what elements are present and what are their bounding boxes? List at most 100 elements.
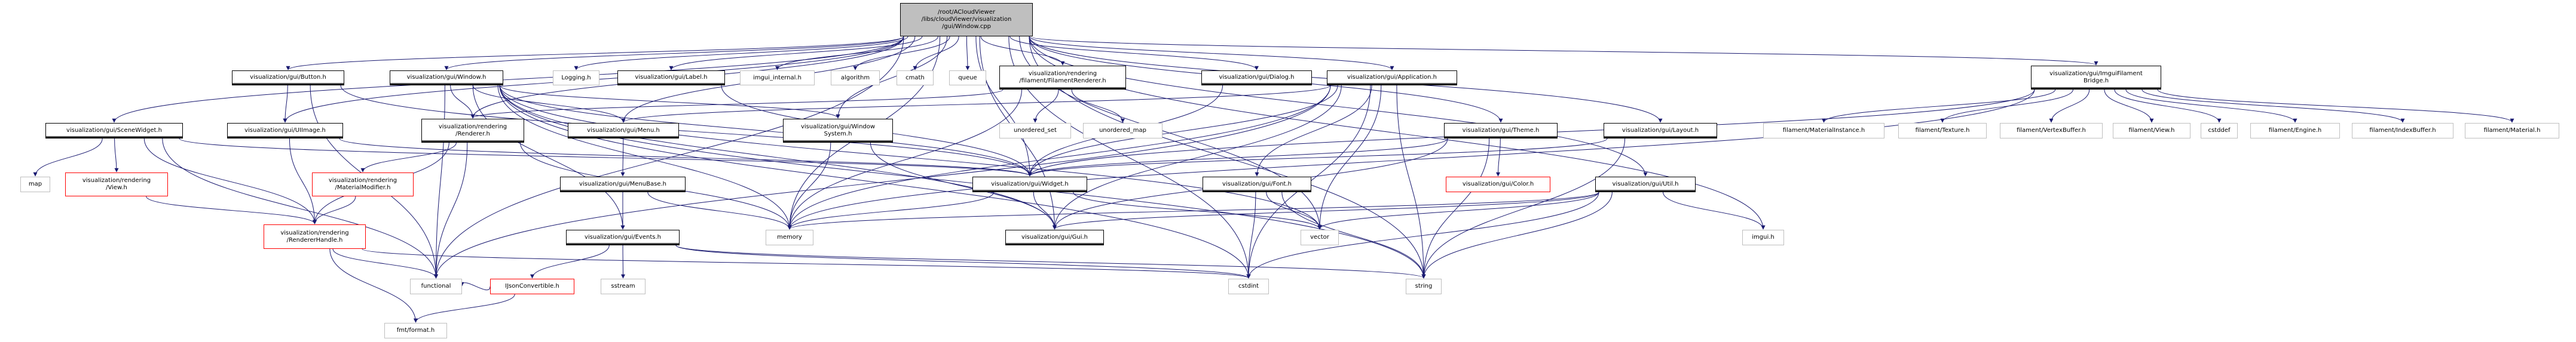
node-cmath[interactable]: cmath xyxy=(897,70,934,85)
node-imgui-h[interactable]: imgui.h xyxy=(1742,230,1784,245)
node-widget-h[interactable]: visualization/gui/Widget.h xyxy=(972,177,1087,192)
node-root-window-cpp[interactable]: /root/ACloudViewer /libs/cloudViewer/vis… xyxy=(900,3,1033,36)
edge-bridge-to-f_ibuf xyxy=(2141,89,2405,123)
node-util-h[interactable]: visualization/gui/Util.h xyxy=(1595,177,1696,192)
node-scene-widget-h[interactable]: visualization/gui/SceneWidget.h xyxy=(45,123,183,138)
edge-renderer-to-matmod xyxy=(360,142,457,172)
edge-rhandle-to-functional xyxy=(332,248,438,279)
edge-rhandle-to-cstdint xyxy=(362,248,1251,279)
edge-windowsystem-to-gui xyxy=(870,142,1057,230)
edge-button-to-uiimage xyxy=(283,85,288,123)
node-font-h[interactable]: visualization/gui/Font.h xyxy=(1203,177,1311,192)
edge-windowh-to-widget xyxy=(499,85,1032,177)
edge-layout-to-widget xyxy=(1027,138,1608,177)
node-cstdint[interactable]: cstdint xyxy=(1228,279,1269,294)
node-logging-h[interactable]: Logging.h xyxy=(553,70,599,85)
edge-bridge-to-f_material xyxy=(2157,89,2514,123)
node-vector[interactable]: vector xyxy=(1301,230,1339,245)
edge-root-to-queue xyxy=(965,36,970,70)
edge-font-to-cstdint xyxy=(1246,192,1256,279)
edge-theme-to-color xyxy=(1496,138,1501,177)
node-layout-h[interactable]: visualization/gui/Layout.h xyxy=(1604,123,1717,138)
edge-root-to-algorithm xyxy=(853,36,950,70)
node-queue[interactable]: queue xyxy=(949,70,986,85)
node-filament-vertex-buffer-h[interactable]: filament/VertexBuffer.h xyxy=(2000,123,2103,138)
node-unordered-map[interactable]: unordered_map xyxy=(1083,123,1162,138)
edge-application-to-gui xyxy=(1053,85,1342,230)
node-rendering-view-h[interactable]: visualization/rendering /View.h xyxy=(65,172,168,196)
edge-root-to-util xyxy=(1029,36,1648,177)
edge-events-to-string xyxy=(675,245,1426,279)
edge-windowh-to-renderer xyxy=(450,85,475,119)
edge-root-to-application xyxy=(1029,36,1394,70)
edge-events-to-cstdint xyxy=(675,245,1251,279)
node-imgui-filament-bridge-h[interactable]: visualization/gui/ImguiFilament Bridge.h xyxy=(2031,66,2161,90)
node-unordered-set[interactable]: unordered_set xyxy=(999,123,1071,138)
edge-scenewidget-to-map xyxy=(33,138,103,177)
node-filament-engine-h[interactable]: filament/Engine.h xyxy=(2250,123,2340,138)
edge-root-to-scenewidget xyxy=(112,36,904,123)
edge-windowh-to-functional xyxy=(434,85,445,279)
edge-application-to-string xyxy=(1396,85,1426,279)
node-theme-h[interactable]: visualization/gui/Theme.h xyxy=(1444,123,1558,138)
node-window-h[interactable]: visualization/gui/Window.h xyxy=(390,70,503,85)
edge-scenewidget-to-widget xyxy=(179,138,1032,177)
node-menu-h[interactable]: visualization/gui/Menu.h xyxy=(568,123,679,138)
node-menu-base-h[interactable]: visualization/gui/MenuBase.h xyxy=(560,177,686,192)
node-sstream[interactable]: sstream xyxy=(601,279,645,294)
node-filament-material-h[interactable]: filament/Material.h xyxy=(2465,123,2559,138)
node-map[interactable]: map xyxy=(20,177,50,192)
edge-root-to-imgui_internal xyxy=(775,36,939,70)
edge-windowh-to-cstdint xyxy=(499,85,1251,279)
edge-ijson-to-functional xyxy=(460,282,491,291)
edge-util-to-imguih xyxy=(1663,192,1766,230)
node-ijson-convertible-h[interactable]: IJsonConvertible.h xyxy=(490,279,574,294)
edge-root-to-label xyxy=(669,36,923,70)
edge-uiimage-to-widget xyxy=(339,138,1032,177)
node-renderer-h[interactable]: visualization/rendering /Renderer.h xyxy=(421,119,524,143)
node-filament-renderer-h[interactable]: visualization/rendering /filament/Filame… xyxy=(999,66,1126,90)
node-color-h[interactable]: visualization/gui/Color.h xyxy=(1446,177,1550,192)
edge-bridge-to-memory xyxy=(787,89,2035,230)
node-events-h[interactable]: visualization/gui/Events.h xyxy=(566,230,680,245)
node-filament-view-h[interactable]: filament/View.h xyxy=(2113,123,2190,138)
node-functional[interactable]: functional xyxy=(410,279,462,294)
node-button-h[interactable]: visualization/gui/Button.h xyxy=(232,70,344,85)
node-fmt-format-h[interactable]: fmt/format.h xyxy=(384,323,447,338)
edge-bridge-to-f_matinst xyxy=(1822,89,2056,123)
node-gui-h[interactable]: visualization/gui/Gui.h xyxy=(1005,230,1104,245)
node-renderer-handle-h[interactable]: visualization/rendering /RendererHandle.… xyxy=(264,224,366,249)
edge-filrenderer-to-renderer xyxy=(470,89,1004,119)
edge-layout-to-string xyxy=(1421,138,1626,279)
node-filament-texture-h[interactable]: filament/Texture.h xyxy=(1898,123,1987,138)
edge-windowsystem-to-memory xyxy=(787,142,831,230)
edge-widget-to-gui xyxy=(1033,192,1057,230)
node-filament-material-instance-h[interactable]: filament/MaterialInstance.h xyxy=(1763,123,1884,138)
edge-windowh-to-windowsystem xyxy=(499,85,840,119)
node-label-h[interactable]: visualization/gui/Label.h xyxy=(617,70,725,85)
node-cstddef[interactable]: cstddef xyxy=(2201,123,2238,138)
edge-util-to-string xyxy=(1421,192,1613,279)
edge-button-to-widget xyxy=(340,85,1032,177)
edge-filrenderer-to-memory xyxy=(787,89,1022,230)
edge-util-to-cstdint xyxy=(1246,192,1599,279)
edge-util-to-vector xyxy=(1317,192,1599,230)
edge-filrenderer-to-uset xyxy=(1033,89,1059,123)
node-memory[interactable]: memory xyxy=(766,230,813,245)
node-imgui-internal-h[interactable]: imgui_internal.h xyxy=(740,70,815,85)
edge-application-to-font xyxy=(1255,85,1372,177)
node-algorithm[interactable]: algorithm xyxy=(831,70,880,85)
edge-application-to-memory xyxy=(787,85,1331,230)
node-string[interactable]: string xyxy=(1406,279,1442,294)
edge-scenewidget-to-functional xyxy=(162,138,438,279)
node-application-h[interactable]: visualization/gui/Application.h xyxy=(1327,70,1457,85)
edge-font-to-string xyxy=(1281,192,1426,279)
edge-application-to-functional xyxy=(434,85,1331,279)
node-filament-index-buffer-h[interactable]: filament/IndexBuffer.h xyxy=(2352,123,2453,138)
node-material-modifier-h[interactable]: visualization/rendering /MaterialModifie… xyxy=(312,172,414,196)
node-dialog-h[interactable]: visualization/gui/Dialog.h xyxy=(1201,70,1312,85)
edge-widget-to-memory xyxy=(787,192,995,230)
node-ui-image-h[interactable]: visualization/gui/UIImage.h xyxy=(227,123,343,138)
node-window-system-h[interactable]: visualization/gui/Window System.h xyxy=(783,119,893,143)
